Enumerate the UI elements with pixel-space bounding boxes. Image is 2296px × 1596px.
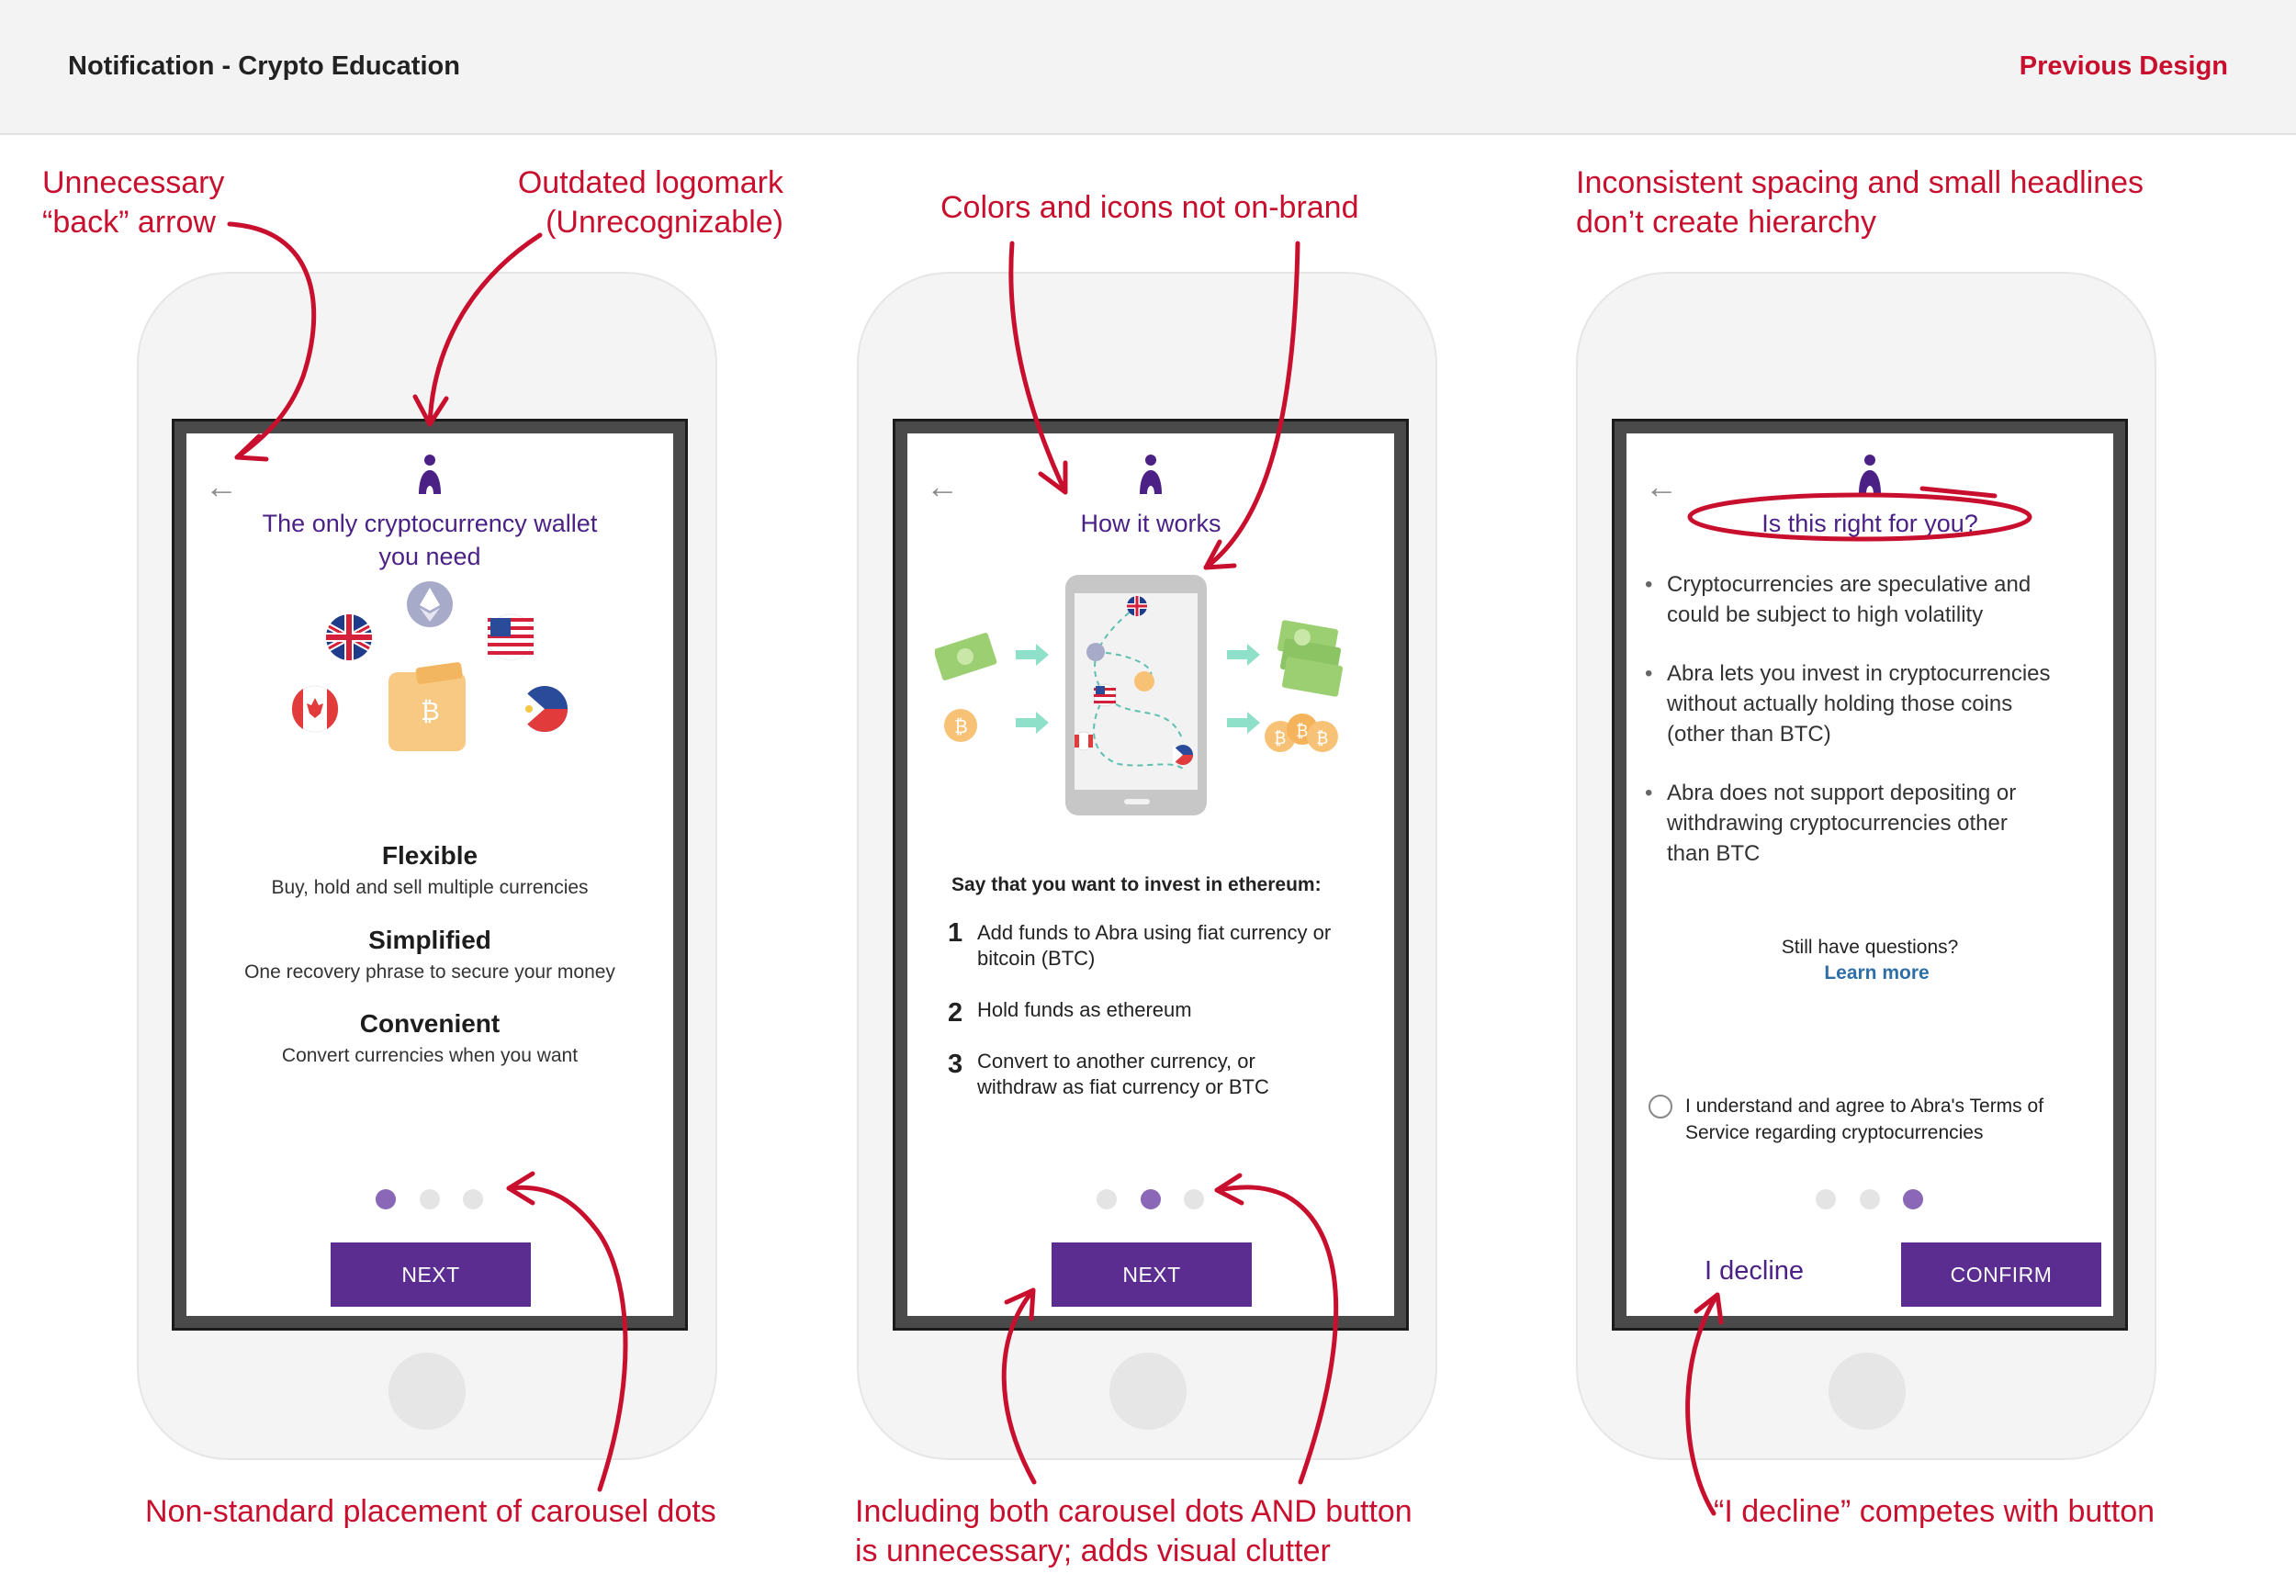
- page-header: [0, 0, 2296, 135]
- home-button-2[interactable]: [1109, 1353, 1187, 1430]
- learn-more-link[interactable]: Learn more: [1824, 962, 1930, 983]
- carousel-dot-2[interactable]: [420, 1189, 440, 1209]
- how-it-works-illustration: ₿: [935, 575, 1344, 815]
- feature-heading-simplified: Simplified: [368, 926, 491, 954]
- us-flag-icon: [487, 613, 535, 661]
- carousel-dot-2[interactable]: [1141, 1189, 1161, 1209]
- carousel-dot-3[interactable]: [1184, 1189, 1204, 1209]
- feature-desc-flexible: Buy, hold and sell multiple currencies: [271, 877, 589, 898]
- annotation-decline: “I decline” competes with button: [1714, 1494, 2155, 1529]
- abra-logomark-icon: [1140, 455, 1162, 494]
- ethereum-icon: [407, 581, 453, 627]
- feature-desc-simplified: One recovery phrase to secure your money: [244, 961, 615, 983]
- philippines-flag-icon: [522, 686, 568, 732]
- bullet-dot-1: •: [1645, 572, 1653, 597]
- carousel-dot-3[interactable]: [1903, 1189, 1923, 1209]
- currency-wallet-illustration: ₿: [292, 581, 568, 751]
- bullet-dot-3: •: [1645, 781, 1653, 805]
- svg-text:₿: ₿: [1274, 729, 1286, 748]
- annotation-logomark: Outdated logomark(Unrecognizable): [517, 165, 783, 240]
- arrow-right-icon: [1016, 644, 1260, 734]
- cash-stack-icon: [1277, 620, 1344, 697]
- svg-text:₿: ₿: [1296, 722, 1308, 741]
- step-number-2: 2: [948, 998, 963, 1028]
- home-button-1[interactable]: [388, 1353, 466, 1430]
- uk-flag-icon: [326, 614, 372, 660]
- bullet-text-2: Abra lets you invest in cryptocurrencies…: [1667, 661, 2051, 747]
- feature-heading-convenient: Convenient: [359, 1009, 501, 1038]
- screen2-intro: Say that you want to invest in ethereum:: [951, 874, 1322, 895]
- back-arrow-icon[interactable]: ←: [1645, 467, 1678, 505]
- bitcoin-coin-icon: ₿: [944, 709, 977, 742]
- next-button[interactable]: NEXT: [331, 1242, 531, 1307]
- svg-text:₿: ₿: [954, 715, 968, 737]
- carousel-dot-3[interactable]: [463, 1189, 483, 1209]
- svg-text:₿: ₿: [1316, 729, 1328, 748]
- carousel-dot-1[interactable]: [376, 1189, 396, 1209]
- agree-terms-radio[interactable]: [1649, 1095, 1672, 1118]
- svg-text:₿: ₿: [421, 696, 440, 726]
- phone-screen-2: ← How it works ₿: [895, 421, 1406, 1328]
- page-title: Notification - Crypto Education: [68, 51, 460, 81]
- back-arrow-icon[interactable]: ←: [926, 467, 959, 505]
- previous-design-tag: Previous Design: [2019, 51, 2228, 81]
- canada-flag-icon: [292, 685, 339, 733]
- annotation-back-arrow: Unnecessary“back” arrow: [42, 165, 225, 240]
- step-text-2: Hold funds as ethereum: [977, 998, 1192, 1021]
- carousel-dot-1[interactable]: [1816, 1189, 1836, 1209]
- feature-heading-flexible: Flexible: [381, 841, 478, 870]
- step-number-3: 3: [948, 1050, 963, 1079]
- confirm-button[interactable]: CONFIRM: [1901, 1242, 2101, 1307]
- screen3-title: Is this right for you?: [1761, 510, 1978, 537]
- carousel-dot-1[interactable]: [1097, 1189, 1117, 1209]
- annotation-colors: Colors and icons not on-brand: [940, 190, 1359, 225]
- feature-desc-convenient: Convert currencies when you want: [281, 1045, 579, 1066]
- annotation-spacing: Inconsistent spacing and small headlines…: [1576, 165, 2144, 240]
- bitcoin-coins-icon: ₿ ₿ ₿: [1265, 714, 1338, 752]
- annotation-dots: Non-standard placement of carousel dots: [145, 1494, 716, 1529]
- step-number-1: 1: [948, 918, 963, 948]
- carousel-dot-2[interactable]: [1860, 1189, 1880, 1209]
- agree-terms-label: I understand and agree to Abra's Terms o…: [1685, 1096, 2044, 1143]
- cash-icon: [935, 633, 997, 680]
- phone-screen-3: ← Is this right for you? • Cryptocurrenc…: [1615, 421, 2125, 1328]
- phone-icon: [1065, 575, 1207, 815]
- still-questions-text: Still have questions?: [1781, 937, 1959, 958]
- screen2-title: How it works: [1080, 510, 1221, 537]
- decline-button[interactable]: I decline: [1705, 1256, 1805, 1286]
- abra-logomark-icon: [419, 455, 441, 494]
- home-button-3[interactable]: [1829, 1353, 1906, 1430]
- step-text-1: Add funds to Abra using fiat currency or…: [977, 921, 1332, 970]
- bullet-dot-2: •: [1645, 661, 1653, 686]
- back-arrow-icon[interactable]: ←: [205, 467, 238, 505]
- abra-logomark-icon: [1859, 455, 1881, 494]
- bitcoin-wallet-icon: ₿: [388, 662, 466, 751]
- next-button[interactable]: NEXT: [1052, 1242, 1252, 1307]
